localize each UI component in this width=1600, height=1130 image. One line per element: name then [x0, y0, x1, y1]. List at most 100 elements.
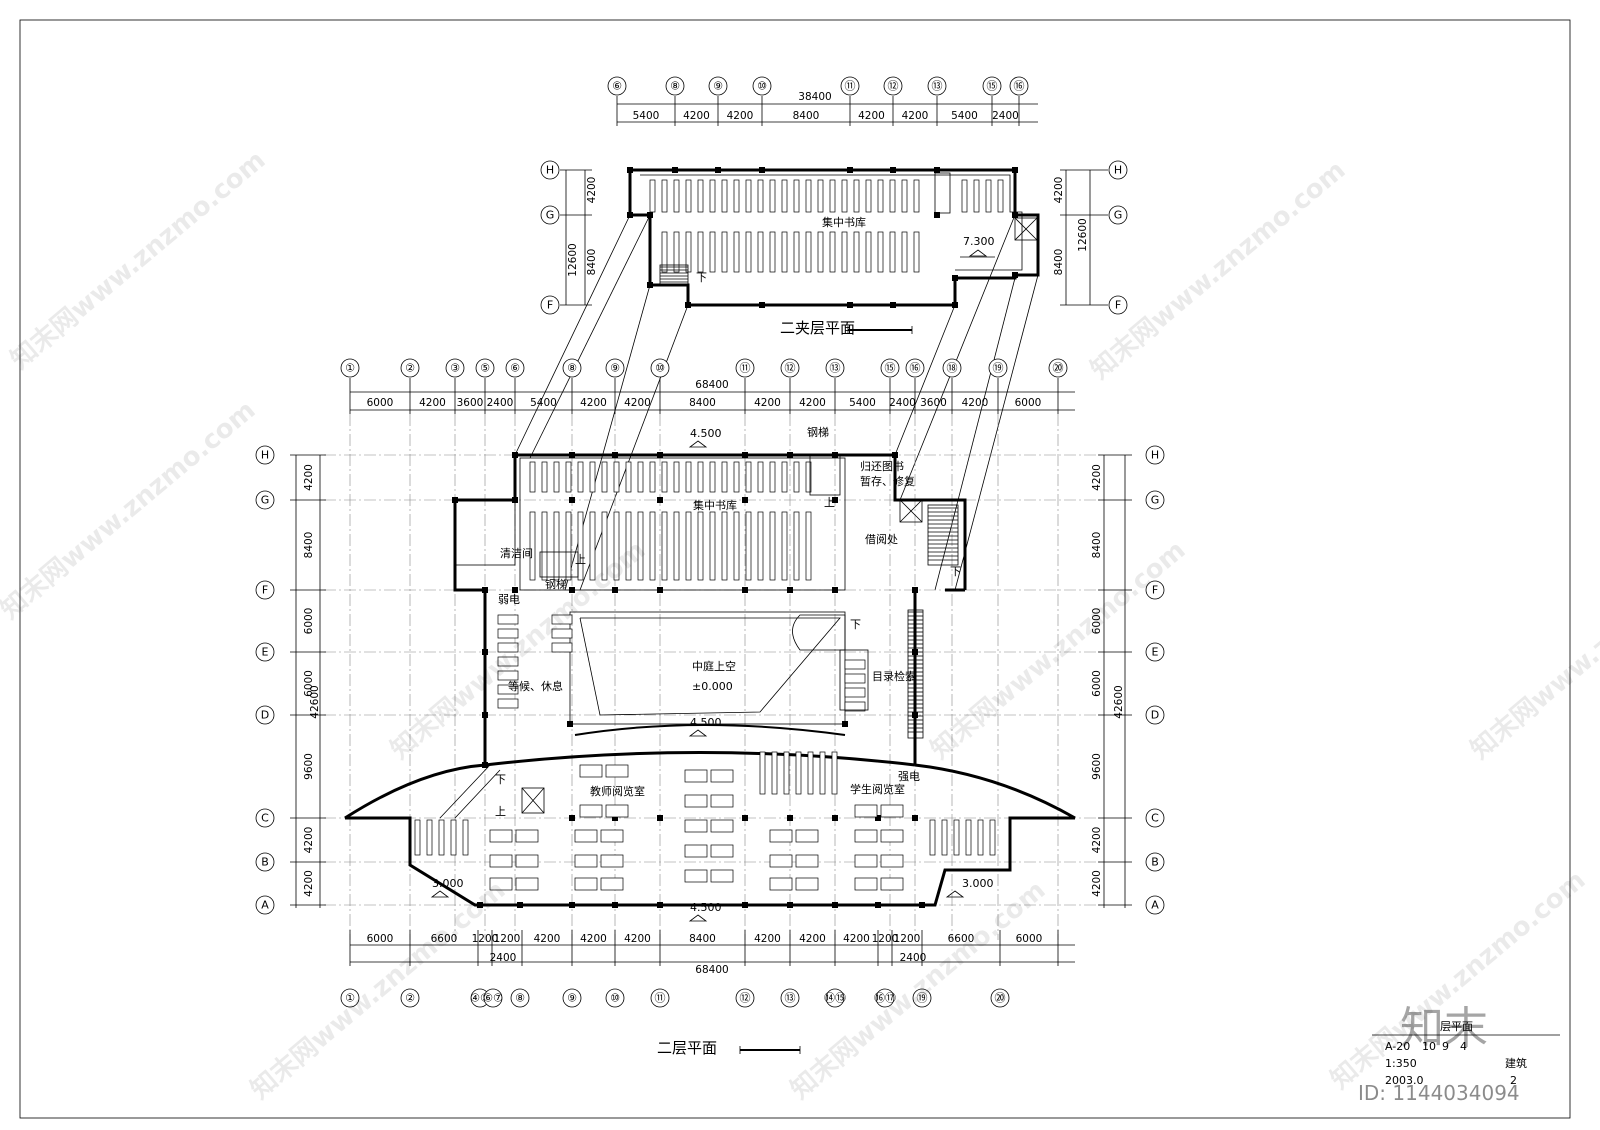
return-books-label: 归还图书 — [860, 459, 904, 473]
f2-dim-left-2: 6000 — [303, 608, 315, 635]
stair-up-3: 上 — [495, 805, 506, 818]
wm-2: 知末网www.znzmo.com — [1085, 155, 1351, 385]
f2-axis-bottom-9: ⑬ — [780, 988, 800, 1008]
mezz-left-total: 12600 — [567, 243, 579, 276]
stair-down-2: 下 — [950, 565, 961, 578]
svg-text:C: C — [1151, 812, 1159, 825]
f2-dim-left-5: 4200 — [303, 827, 315, 854]
f2-axis-right-E: E — [1145, 642, 1165, 662]
svg-text:⑪: ⑪ — [655, 992, 666, 1005]
watermarks: 知末网www.znzmo.com 知末网www.znzmo.com 知末网www… — [0, 145, 1600, 1105]
f2-axis-top-2: ③ — [445, 358, 465, 378]
f2-elevator-left — [521, 787, 545, 814]
f2-dim-right-2: 6000 — [1091, 608, 1103, 635]
svg-text:⑨: ⑨ — [610, 362, 620, 375]
f2-outline-top — [515, 453, 967, 590]
title-block-name: 层平面 — [1440, 1020, 1473, 1033]
f2-dim-top-7: 8400 — [689, 397, 716, 409]
title-block-code: A-20 — [1385, 1040, 1410, 1053]
mezz-stair — [659, 264, 689, 286]
f2-axis-bottom-6: ⑩ — [605, 988, 625, 1008]
f2-axis-top-10: ⑬ — [825, 358, 845, 378]
svg-text:F: F — [547, 299, 553, 312]
svg-text:⑫: ⑫ — [888, 80, 899, 93]
weak-current-label: 弱电 — [498, 593, 520, 606]
svg-text:G: G — [1151, 494, 1160, 507]
f2-dim-top-9: 4200 — [799, 397, 826, 409]
f2-dim-top-4: 5400 — [530, 397, 557, 409]
mezz-elevator — [1014, 217, 1038, 241]
student-reading-label: 学生阅览室 — [850, 782, 905, 796]
svg-text:⑩: ⑩ — [757, 80, 767, 93]
f2-axis-top-8: ⑪ — [735, 358, 755, 378]
storage-repair-label: 暂存、修复 — [860, 474, 915, 488]
f2-axis-left-B: B — [255, 852, 275, 872]
svg-text:⑥⑦: ⑥⑦ — [483, 992, 503, 1005]
f2-stair-right — [927, 504, 959, 566]
mezz-scale-bar — [847, 326, 913, 334]
mezz-axis-2: ⑨ — [708, 76, 728, 96]
f2-dim-top-6: 4200 — [624, 397, 651, 409]
mezz-total-dim: 38400 — [798, 91, 831, 103]
f2-axis-bottom-13: ⑳ — [990, 988, 1010, 1008]
svg-text:A: A — [1151, 899, 1159, 912]
f2-dim-bottom-5: 4200 — [580, 933, 607, 945]
cleaning-room-label: 清洁间 — [500, 547, 533, 560]
title-block-code3: 9 — [1442, 1040, 1449, 1053]
wm-5: 知末网www.znzmo.com — [0, 395, 261, 625]
elev-mid: 4.500 — [690, 716, 722, 729]
f2-room-book: 集中书库 — [693, 498, 737, 512]
mezz-axis-3: ⑩ — [752, 76, 772, 96]
mezz-stair-down: 下 — [696, 271, 707, 284]
mezz-elevation: 7.300 — [963, 235, 995, 248]
svg-text:⑤: ⑤ — [480, 362, 490, 375]
f2-axis-right-A: A — [1145, 895, 1165, 915]
svg-text:B: B — [1151, 856, 1159, 869]
f2-dim-top-11: 2400 — [889, 397, 916, 409]
f2-axis-left-G: G — [255, 490, 275, 510]
mezz-axis-left-F: F — [540, 295, 560, 315]
svg-text:⑩: ⑩ — [655, 362, 665, 375]
f2-scale-bar — [739, 1046, 801, 1054]
elev-right: 3.000 — [962, 877, 994, 890]
svg-text:⑧: ⑧ — [670, 80, 680, 93]
f2-axis-top-6: ⑨ — [605, 358, 625, 378]
f2-axis-left-C: C — [255, 808, 275, 828]
f2-axis-top-7: ⑩ — [650, 358, 670, 378]
title-block-discipline: 建筑 — [1505, 1056, 1527, 1070]
svg-text:⑧: ⑧ — [515, 992, 525, 1005]
svg-text:⑯: ⑯ — [1014, 80, 1025, 93]
f2-dim-top-14: 6000 — [1015, 397, 1042, 409]
svg-text:⑲: ⑲ — [993, 362, 1004, 375]
wm-7: 知末网www.znzmo.com — [785, 875, 1051, 1105]
svg-text:⑭⑮: ⑭⑮ — [824, 992, 846, 1005]
svg-text:H: H — [1151, 449, 1159, 462]
title-block: 层平面 A-20 10 9 4 1:350 2003.0 建筑 2 — [1372, 1020, 1560, 1087]
f2-dim-bottom-3: 1200 — [494, 933, 521, 945]
mezz-axis-left-H: H — [540, 160, 560, 180]
steel-stair-left-label: 钢梯 — [545, 578, 567, 591]
strong-current-label: 强电 — [898, 770, 920, 783]
f2-axis-top-12: ⑯ — [905, 358, 925, 378]
f2-axis-top-1: ② — [400, 358, 420, 378]
f2-dim-right-5: 4200 — [1091, 827, 1103, 854]
svg-text:E: E — [262, 646, 269, 659]
mezz-axis-right-H: H — [1108, 160, 1128, 180]
f2-dim-left-4: 9600 — [303, 753, 315, 780]
mezz-right-dim-1: 4200 — [1053, 177, 1065, 204]
steel-stair-top-label: 钢梯 — [807, 426, 829, 439]
f2-axis-bottom-11: ⑯⑰ — [874, 988, 896, 1008]
f2-axis-top-5: ⑧ — [562, 358, 582, 378]
mezz-axis-1: ⑧ — [665, 76, 685, 96]
svg-text:⑯⑰: ⑯⑰ — [874, 992, 896, 1005]
svg-text:⑨: ⑨ — [713, 80, 723, 93]
f2-dim-right-6: 4200 — [1091, 870, 1103, 897]
svg-text:⑪: ⑪ — [845, 80, 856, 93]
f2-dim-top-1: 4200 — [419, 397, 446, 409]
elev-left: 3.000 — [432, 877, 464, 890]
svg-text:G: G — [1114, 209, 1123, 222]
f2-dim-bottom-0: 6000 — [367, 933, 394, 945]
svg-text:H: H — [261, 449, 269, 462]
